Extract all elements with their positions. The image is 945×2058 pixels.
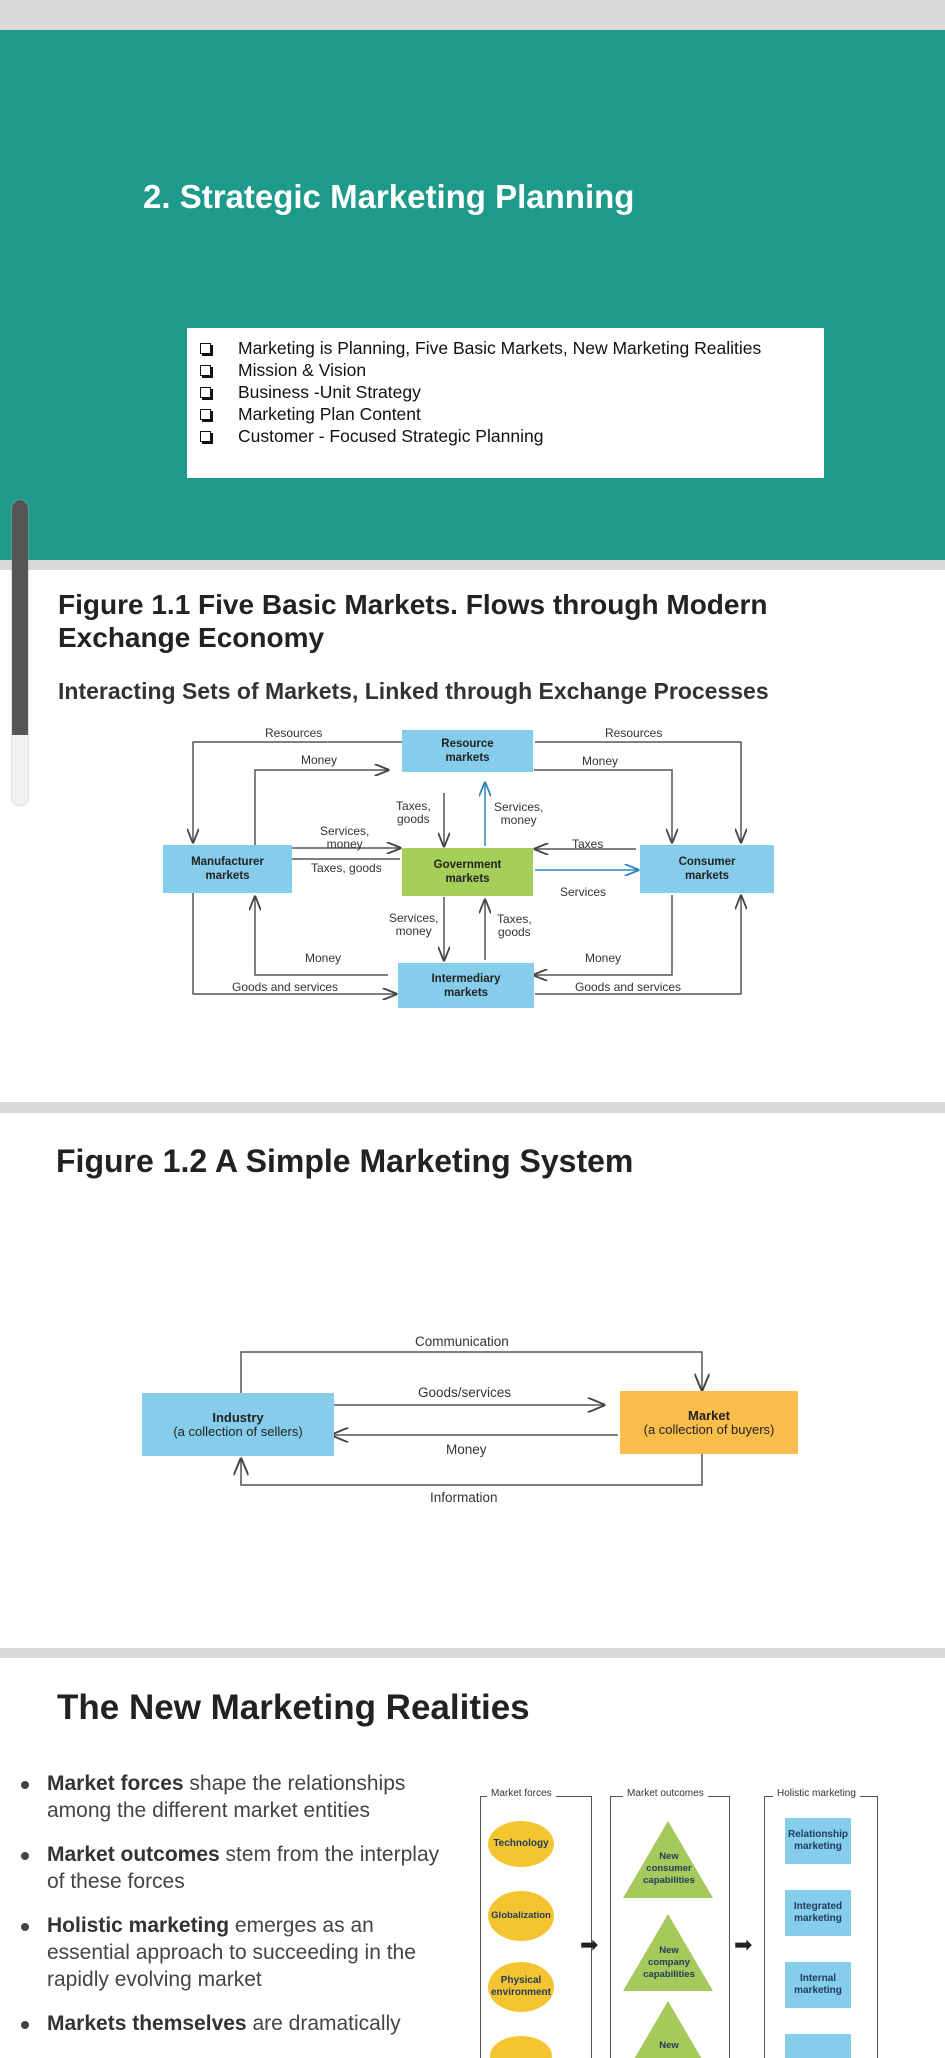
checkbox-icon [200, 430, 211, 442]
checkbox-icon [200, 364, 211, 376]
slide-new-marketing-realities: The New Marketing Realities Market force… [0, 1658, 945, 2058]
money-flow-top-left [254, 770, 388, 846]
slide-title: The New Marketing Realities [57, 1688, 530, 1727]
goods-flow-right [535, 896, 741, 995]
topic-item: Business -Unit Strategy [200, 381, 761, 403]
topic-list-box: Marketing is Planning, Five Basic Market… [187, 328, 824, 478]
flow-label: Money [301, 753, 338, 767]
flow-label: Services [560, 885, 607, 899]
flow-label: Taxes, goods [311, 861, 382, 875]
technology-force: Technology [488, 1821, 554, 1867]
topic-item: Marketing Plan Content [200, 403, 761, 425]
flow-label: Money [582, 754, 619, 768]
outcome-triangle [634, 2001, 702, 2058]
slide-title: 2. Strategic Marketing Planning [143, 178, 635, 215]
checkbox-icon [200, 408, 211, 420]
slide-simple-marketing-system: Figure 1.2 A Simple Marketing System Ind… [0, 1113, 945, 1648]
flow-label: Money [305, 951, 342, 965]
flow-label: Services,money [494, 800, 544, 827]
flow-label: Taxes,goods [396, 799, 431, 826]
market-outcomes-group: Market outcomes [610, 1788, 730, 2058]
market-forces-group: Market forces [480, 1788, 592, 2058]
topic-item: Customer - Focused Strategic Planning [200, 425, 761, 447]
bullet-item: Market forces shape the relationships am… [14, 1770, 444, 1824]
flow-label: Goods and services [232, 980, 339, 994]
figure-subtitle: Interacting Sets of Markets, Linked thro… [58, 678, 769, 704]
checkbox-icon [200, 386, 211, 398]
flow-label: Goods/services [418, 1385, 512, 1400]
arrow-right-icon: ➡ [580, 1932, 599, 1957]
new-outcome-partial: New [659, 2040, 679, 2051]
slide-five-basic-markets: Figure 1.1 Five Basic Markets. Flows thr… [0, 570, 945, 1102]
flow-label: Taxes,goods [497, 912, 532, 939]
flow-label: Taxes [572, 837, 604, 851]
outcome-triangle [623, 1821, 713, 1898]
flow-label: Information [430, 1490, 498, 1505]
bullet-item: Markets themselves are dramatically [14, 2010, 444, 2037]
resources-flow-right [535, 741, 741, 842]
money-flow-top-right [534, 769, 672, 842]
globalization-force: Globalization [488, 1891, 554, 1941]
bullet-item: Market outcomes stem from the interplay … [14, 1841, 444, 1895]
slide-strategic-planning: 2. Strategic Marketing Planning Marketin… [0, 30, 945, 560]
checkbox-icon [200, 342, 211, 354]
market-box: Market (a collection of buyers) [620, 1391, 798, 1454]
topic-item: Mission & Vision [200, 359, 761, 381]
five-markets-flow-diagram [0, 741, 945, 1102]
money-flow-bottom-right [534, 895, 673, 975]
marketing-system-diagram [0, 1351, 945, 1486]
scrollbar-thumb[interactable] [12, 500, 28, 735]
bullet-icon [21, 1852, 29, 1860]
bullet-list: Market forces shape the relationships am… [14, 1770, 444, 2054]
bullet-item: Holistic marketing emerges as an essenti… [14, 1912, 444, 1993]
arrow-right-icon: ➡ [734, 1932, 753, 1957]
flow-label: Goods and services [575, 980, 682, 994]
figure-title: Figure 1.2 A Simple Marketing System [56, 1143, 634, 1179]
information-flow [241, 1454, 703, 1486]
bullet-icon [21, 1923, 29, 1931]
holistic-box-partial [785, 2034, 851, 2058]
flow-label: Money [446, 1442, 487, 1457]
flow-label: Services,money [389, 911, 439, 938]
flow-label: Resources [605, 726, 663, 740]
flow-label: Resources [265, 726, 323, 740]
industry-box: Industry (a collection of sellers) [142, 1393, 334, 1456]
holistic-marketing-group: Holistic marketing [764, 1788, 878, 2058]
outcome-triangles [623, 1821, 713, 2058]
goods-flow-left [192, 892, 396, 994]
bullet-icon [21, 1781, 29, 1789]
flow-label: Services,money [320, 824, 370, 851]
bullet-icon [21, 2021, 29, 2029]
topic-item: Marketing is Planning, Five Basic Market… [200, 337, 761, 359]
resources-flow-left [193, 741, 436, 842]
flow-label: Money [585, 951, 622, 965]
figure-title: Figure 1.1 Five Basic Markets. Flows thr… [58, 589, 768, 653]
outcome-triangle [623, 1914, 713, 1991]
communication-flow [240, 1351, 702, 1394]
flow-label: Communication [415, 1334, 509, 1349]
money-flow-bottom-left [255, 897, 388, 976]
